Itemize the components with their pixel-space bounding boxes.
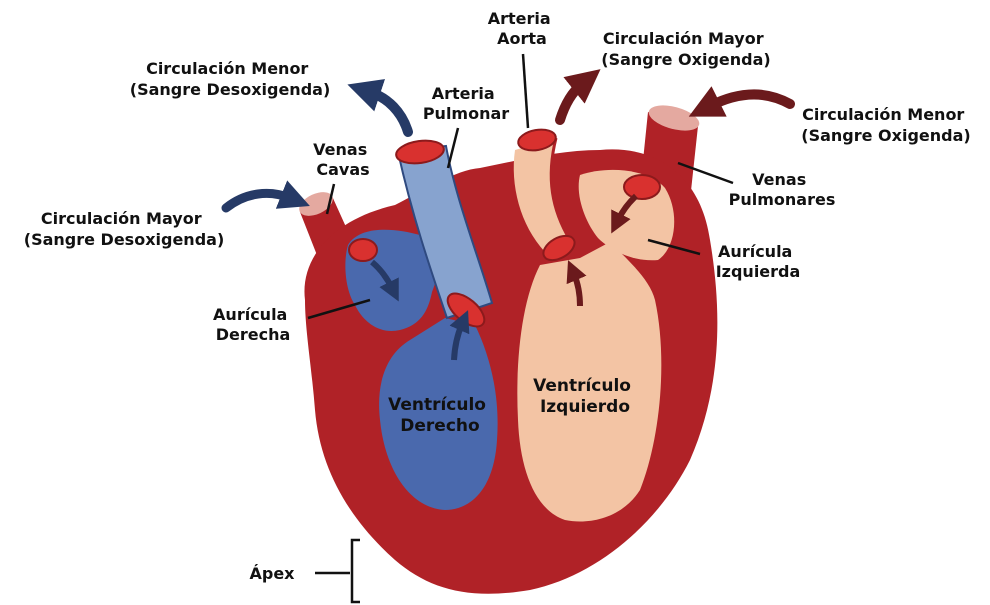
arrow-from-body-deoxygenated: [226, 193, 290, 208]
label-arteria-pulmonar: Arteria Pulmonar: [423, 84, 509, 123]
vena-cava-inlet: [349, 239, 377, 261]
label-circ-mayor-desox: Circulación Mayor (Sangre Desoxigenda): [24, 209, 225, 249]
label-apex: Ápex: [249, 564, 295, 583]
arrow-to-lungs-deoxygenated: [370, 92, 408, 132]
label-venas-cavas: Venas Cavas: [313, 140, 373, 179]
apex-bracket: [352, 540, 360, 602]
label-arteria-aorta: Arteria Aorta: [488, 9, 557, 48]
pulmonary-vein-inlet: [624, 175, 660, 199]
label-ventriculo-izquierdo: Ventrículo Izquierdo: [533, 376, 637, 417]
arrow-from-lungs-oxygenated: [710, 94, 790, 106]
label-auricula-izquierda: Aurícula Izquierda: [716, 242, 801, 281]
label-auricula-derecha: Aurícula Derecha: [213, 305, 293, 344]
label-circ-menor-desox: Circulación Menor (Sangre Desoxigenda): [130, 59, 331, 99]
leader-arteria-pulmonar: [448, 128, 458, 168]
arrow-to-body-oxygenated: [560, 84, 582, 120]
label-circ-menor-oxig: Circulación Menor (Sangre Oxigenda): [801, 105, 970, 145]
label-circ-mayor-oxig: Circulación Mayor (Sangre Oxigenda): [601, 29, 770, 69]
label-ventriculo-derecho: Ventrículo Derecho: [388, 395, 492, 436]
label-venas-pulmonares: Venas Pulmonares: [729, 170, 836, 209]
leader-arteria-aorta: [523, 54, 528, 128]
